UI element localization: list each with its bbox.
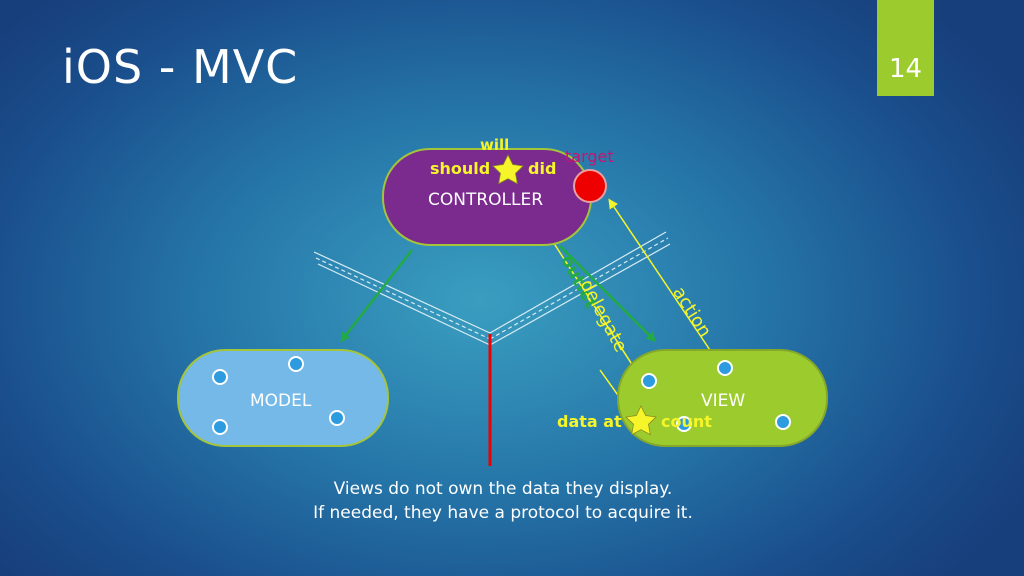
model-data-dot	[329, 410, 345, 426]
action-arrow	[608, 198, 723, 369]
will-label: will	[480, 136, 510, 154]
data-at-label: data at	[557, 412, 622, 431]
page-number: 14	[888, 54, 923, 84]
slide-caption: Views do not own the data they display. …	[0, 477, 1006, 525]
should-label: should	[430, 159, 491, 178]
model-data-dot	[288, 356, 304, 372]
model-node: MODEL	[177, 349, 389, 447]
model-label: MODEL	[250, 391, 312, 411]
controller-label: CONTROLLER	[428, 190, 544, 210]
controller-to-model-arrow	[340, 249, 413, 343]
page-number-tab: 14	[877, 0, 934, 96]
view-subview-dot	[717, 360, 733, 376]
view-subview-dot	[775, 414, 791, 430]
target-dot	[573, 169, 607, 203]
view-subview-dot	[641, 373, 657, 389]
road-divider-right	[489, 231, 671, 346]
caption-line-1: Views do not own the data they display.	[333, 479, 673, 499]
road-divider-left	[313, 251, 491, 346]
model-data-dot	[212, 419, 228, 435]
outlet-arrow	[559, 245, 657, 343]
controller-node: CONTROLLER	[382, 148, 592, 246]
did-label: did	[528, 159, 557, 178]
view-subview-dot	[676, 416, 692, 432]
slide-title: iOS - MVC	[62, 40, 299, 94]
model-data-dot	[212, 369, 228, 385]
target-label: target	[565, 147, 614, 166]
count-label: count	[661, 412, 712, 431]
view-label: VIEW	[701, 391, 746, 411]
caption-line-2: If needed, they have a protocol to acqui…	[313, 503, 693, 523]
